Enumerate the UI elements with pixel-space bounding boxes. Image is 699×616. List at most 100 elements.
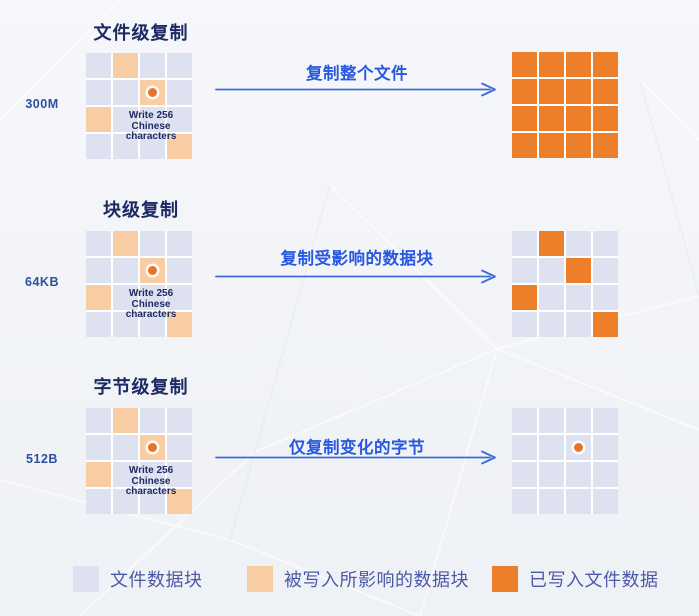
- grid-cell-affected: [167, 489, 192, 514]
- grid-cell-plain: [593, 285, 618, 310]
- grid-cell-plain: [593, 435, 618, 460]
- grid-cell-plain: [512, 408, 537, 433]
- grid-cell-affected: [86, 285, 111, 310]
- write-note: Write 256 Chinese characters: [125, 465, 177, 497]
- write-note: Write 256 Chinese characters: [125, 110, 177, 142]
- grid-cell-plain: [86, 53, 111, 78]
- grid-cell-plain: [593, 258, 618, 283]
- grid-cell-plain: [566, 285, 591, 310]
- grid-cell-affected: [167, 134, 192, 159]
- grid-cell-affected: [113, 408, 138, 433]
- grid-cell-plain: [140, 107, 165, 132]
- copy-unit-size-label: 300M: [25, 97, 59, 111]
- grid-cell-written: [512, 285, 537, 310]
- grid-cell-plain: [512, 312, 537, 337]
- grid-cell-plain: [167, 53, 192, 78]
- grid-cell-plain: [593, 462, 618, 487]
- grid-cell-plain: [86, 134, 111, 159]
- grid-cell-plain: [512, 231, 537, 256]
- grid-cell-written: [512, 106, 537, 131]
- grid-cell-plain: [539, 408, 564, 433]
- right-arrow-icon: [215, 450, 496, 465]
- grid-cell-plain: [113, 312, 138, 337]
- source-grid: Write 256 Chinese characters: [86, 53, 192, 159]
- right-arrow-icon: [215, 82, 496, 97]
- grid-cell-plain: [167, 462, 192, 487]
- flow-description: 复制整个文件: [306, 65, 408, 83]
- grid-cell-plain: [512, 258, 537, 283]
- result-grid: [512, 52, 618, 158]
- source-grid: Write 256 Chinese characters: [86, 231, 192, 337]
- grid-cell-plain: [113, 134, 138, 159]
- grid-cell-plain: [539, 462, 564, 487]
- grid-cell-plain: [539, 312, 564, 337]
- copy-level-title: 文件级复制: [93, 23, 189, 43]
- grid-cell-plain: [86, 231, 111, 256]
- grid-cell-plain: [86, 489, 111, 514]
- legend-item-affected-block: 被写入所影响的数据块: [247, 566, 469, 592]
- legend-swatch-written-data: [492, 566, 518, 592]
- grid-cell-affected: [86, 462, 111, 487]
- grid-cell-plain: [167, 408, 192, 433]
- copy-unit-size-label: 512B: [26, 452, 58, 466]
- grid-cell-plain: [113, 285, 138, 310]
- legend-item-written-data: 已写入文件数据: [492, 566, 659, 592]
- grid-cell-plain-dot: [566, 435, 591, 460]
- grid-cell-plain: [140, 408, 165, 433]
- write-dot-icon: [148, 266, 157, 275]
- legend-label: 文件数据块: [110, 570, 203, 590]
- legend-swatch-affected-block: [247, 566, 273, 592]
- flow-description: 复制受影响的数据块: [280, 250, 434, 268]
- copy-level-title: 字节级复制: [93, 377, 189, 397]
- grid-cell-plain: [566, 462, 591, 487]
- grid-cell-written: [566, 133, 591, 158]
- grid-cell-plain: [113, 435, 138, 460]
- flow-description: 仅复制变化的字节: [289, 439, 425, 457]
- legend-item-file-block: 文件数据块: [73, 566, 203, 592]
- grid-cell-affected-dot: [140, 435, 165, 460]
- grid-cell-plain: [593, 408, 618, 433]
- grid-cell-plain: [539, 435, 564, 460]
- right-arrow-icon: [215, 269, 496, 284]
- grid-cell-affected: [86, 107, 111, 132]
- grid-cell-plain: [113, 462, 138, 487]
- grid-cell-plain: [593, 489, 618, 514]
- grid-cell-plain: [140, 462, 165, 487]
- grid-cell-written: [539, 79, 564, 104]
- grid-cell-plain: [512, 489, 537, 514]
- grid-cell-plain: [167, 231, 192, 256]
- copy-unit-size-label: 64KB: [25, 275, 59, 289]
- grid-cell-plain: [566, 312, 591, 337]
- grid-cell-plain: [140, 134, 165, 159]
- grid-cell-plain: [167, 435, 192, 460]
- grid-cell-written: [512, 79, 537, 104]
- grid-cell-written: [566, 79, 591, 104]
- grid-cell-written: [566, 106, 591, 131]
- grid-cell-plain: [140, 312, 165, 337]
- grid-cell-plain: [167, 80, 192, 105]
- grid-cell-plain: [167, 258, 192, 283]
- grid-cell-plain: [539, 258, 564, 283]
- write-note: Write 256 Chinese characters: [125, 288, 177, 320]
- grid-cell-plain: [539, 285, 564, 310]
- grid-cell-plain: [140, 53, 165, 78]
- grid-cell-written: [539, 106, 564, 131]
- grid-cell-written: [593, 133, 618, 158]
- grid-cell-plain: [86, 435, 111, 460]
- grid-cell-plain: [113, 107, 138, 132]
- grid-cell-plain: [539, 489, 564, 514]
- grid-cell-plain: [566, 408, 591, 433]
- grid-cell-affected: [113, 53, 138, 78]
- result-grid: [512, 408, 618, 514]
- grid-cell-plain: [113, 80, 138, 105]
- grid-cell-plain: [113, 489, 138, 514]
- grid-cell-affected-dot: [140, 80, 165, 105]
- grid-cell-plain: [86, 312, 111, 337]
- result-grid: [512, 231, 618, 337]
- grid-cell-written: [593, 79, 618, 104]
- grid-cell-written: [539, 52, 564, 77]
- grid-cell-written: [593, 106, 618, 131]
- grid-cell-plain: [593, 231, 618, 256]
- grid-cell-written: [566, 258, 591, 283]
